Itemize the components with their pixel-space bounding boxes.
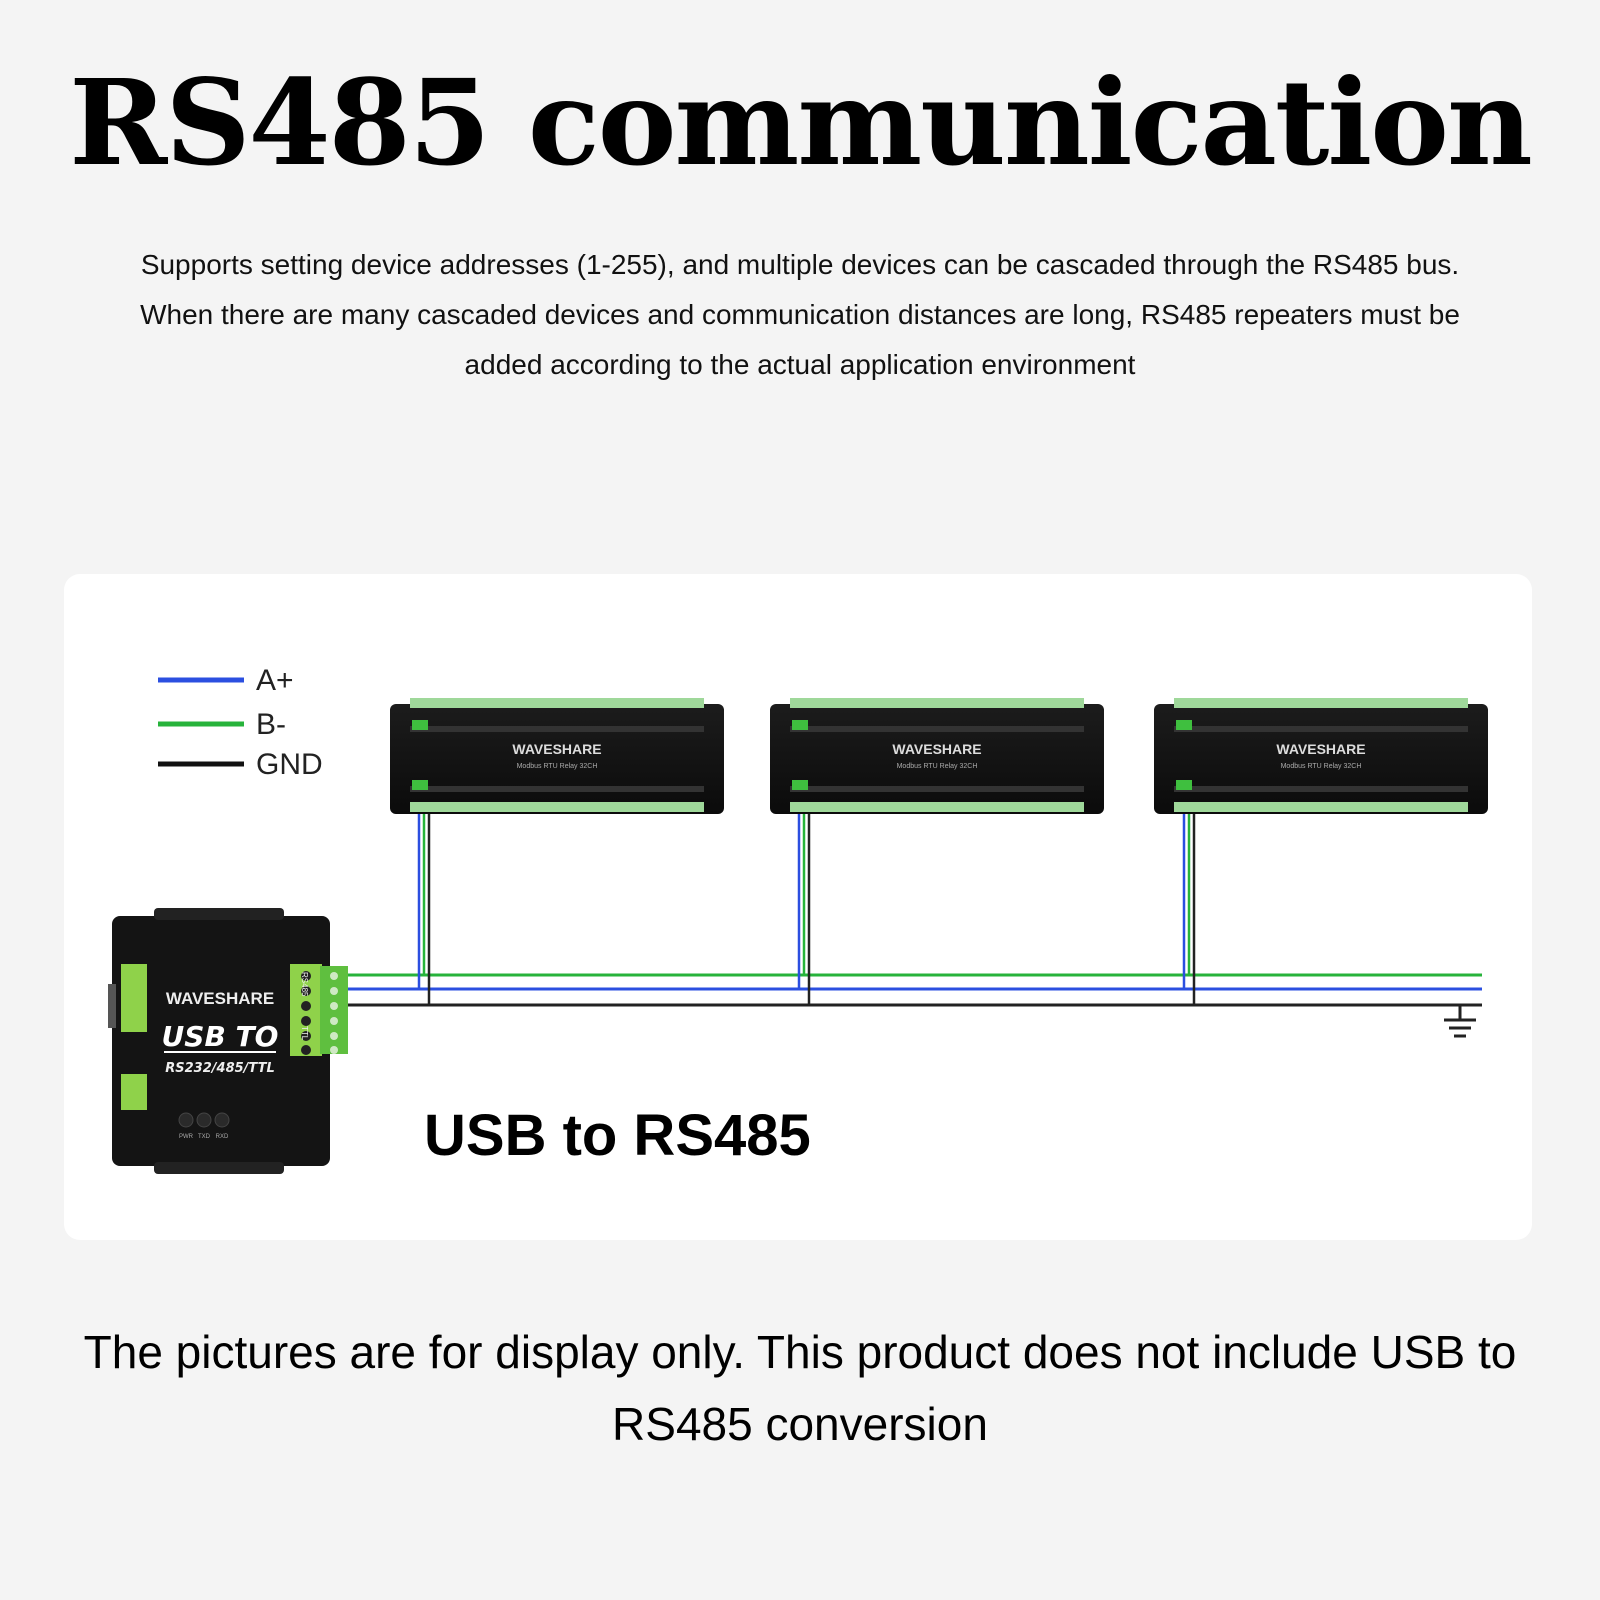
legend-label-a: A+	[256, 664, 294, 697]
relay-board-3: WAVESHARE Modbus RTU Relay 32CH	[1154, 698, 1488, 814]
description-line-1: Supports setting device addresses (1-255…	[140, 249, 1460, 280]
relay-board-1-brand: WAVESHARE	[512, 741, 601, 757]
relay-board-1: WAVESHARE Modbus RTU Relay 32CH	[390, 698, 724, 814]
description: Supports setting device addresses (1-255…	[80, 240, 1520, 390]
page-title: RS485 communication	[69, 53, 1533, 192]
relay-board-2-model: Modbus RTU Relay 32CH	[897, 763, 978, 770]
relay-board-3-model: Modbus RTU Relay 32CH	[1281, 763, 1362, 770]
converter-side-label: RS485	[300, 972, 309, 997]
description-line-3: added according to the actual applicatio…	[464, 349, 1136, 380]
relay-board-1-model: Modbus RTU Relay 32CH	[517, 763, 598, 770]
converter-brand: WAVESHARE	[166, 989, 274, 1008]
ground-icon	[1444, 1005, 1476, 1038]
description-line-2: When there are many cascaded devices and…	[140, 299, 1460, 330]
drop-wires-2	[797, 814, 811, 1005]
usb-converter-device: WAVESHARE USB TO RS232/485/TTL RS485 TTL…	[108, 908, 348, 1174]
relay-board-2: WAVESHARE Modbus RTU Relay 32CH	[770, 698, 1104, 814]
converter-led-txd: TXD	[198, 1134, 211, 1140]
converter-title: USB TO	[162, 1020, 279, 1053]
wiring-diagram: A+ B- GND	[108, 664, 1488, 1174]
legend: A+ B- GND	[158, 664, 323, 781]
legend-label-gnd: GND	[256, 748, 323, 781]
relay-board-3-brand: WAVESHARE	[1276, 741, 1365, 757]
converter-led-pwr: PWR	[179, 1134, 194, 1140]
disclaimer-text: The pictures are for display only. This …	[83, 1326, 1517, 1450]
converter-side-label-2: TTL	[300, 1026, 309, 1041]
rs485-bus	[346, 973, 1482, 1007]
legend-label-b: B-	[256, 708, 286, 741]
drop-wires-1	[417, 814, 431, 1005]
converter-led-rxd: RXD	[216, 1134, 229, 1140]
usb-to-rs485-label: USB to RS485	[424, 1103, 811, 1168]
relay-board-2-brand: WAVESHARE	[892, 741, 981, 757]
converter-subtitle: RS232/485/TTL	[165, 1061, 274, 1076]
wiring-diagram-panel: A+ B- GND	[64, 574, 1532, 1240]
drop-wires-3	[1182, 814, 1196, 1005]
